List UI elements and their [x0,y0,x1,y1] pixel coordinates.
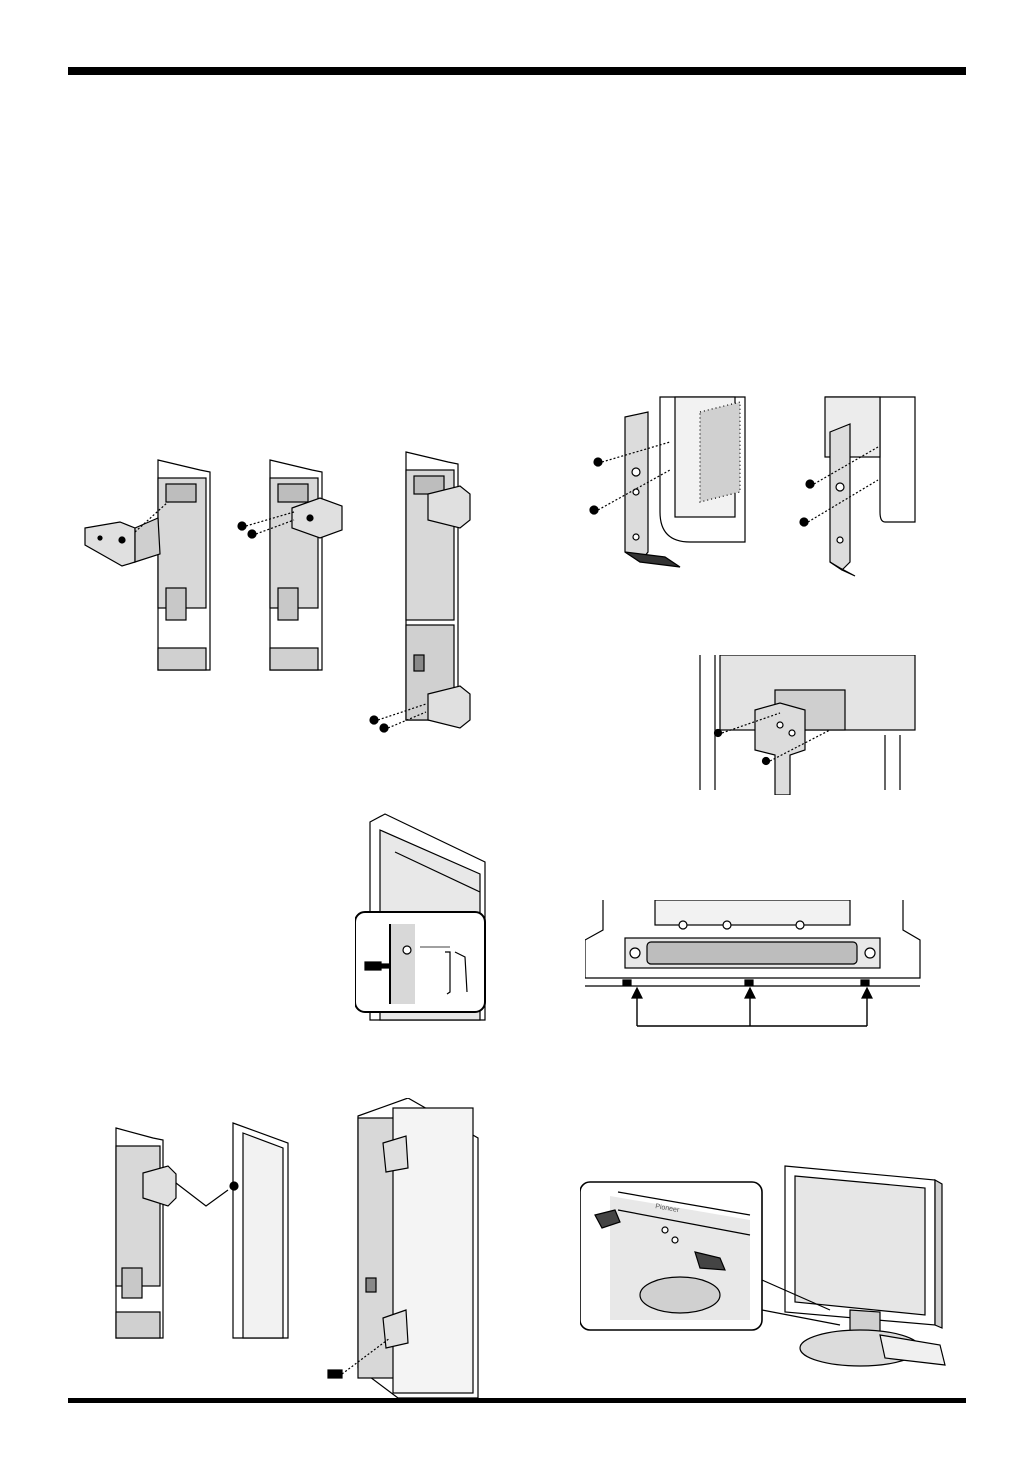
display-side-bracket-figure [580,392,920,592]
display-stand-illustration-icon: Pioneer [580,1160,950,1390]
display-screw-detail-figure [355,812,490,1022]
bottom-rule [68,1398,966,1403]
top-rule [68,67,966,75]
speaker-mount-illustration-icon [108,1098,488,1398]
display-stand-figure: Pioneer [580,1160,950,1390]
bottom-screw-arrows-illustration-icon [585,900,925,1040]
speaker-mount-figure [108,1098,488,1398]
speaker-bracket-illustration-icon [80,450,480,750]
screw-gap-detail-illustration-icon [355,812,490,1022]
bottom-screw-locations-figure [585,900,925,1040]
display-bottom-bracket-figure [680,655,920,795]
display-side-bracket-illustration-icon [580,392,920,592]
speaker-bracket-figure [80,450,480,750]
display-bottom-bracket-illustration-icon [680,655,920,795]
